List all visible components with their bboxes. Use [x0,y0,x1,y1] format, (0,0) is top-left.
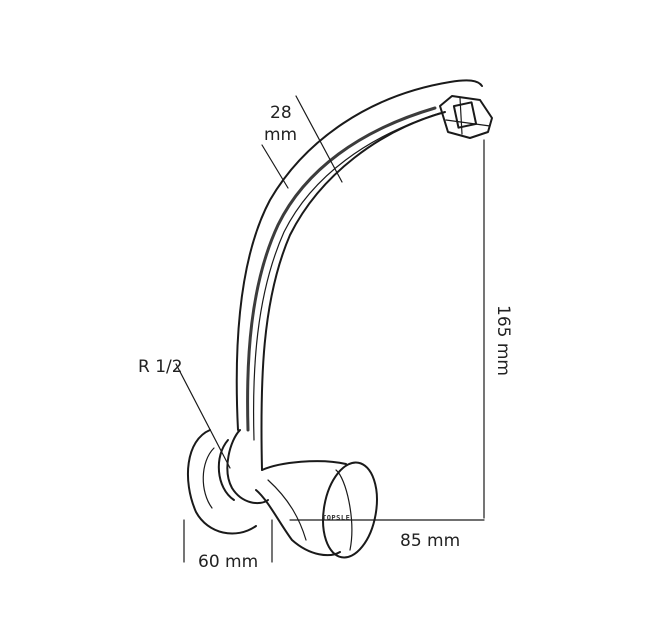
dimension-pipe-diameter: 28 mm [261,95,343,189]
thread-label: R 1/2 [138,357,183,377]
dimension-height: 165 mm [483,139,513,519]
dimension-thread: R 1/2 [138,357,231,469]
faucet-body [226,429,378,559]
brand-mark: TOPSLE [322,514,350,522]
reach-label: 85 mm [400,531,460,551]
aerator-nozzle [439,95,493,139]
base-width-label: 60 mm [198,552,258,572]
dimension-reach: 85 mm [289,519,485,551]
height-label: 165 mm [493,305,513,376]
pipe-diameter-unit: mm [264,125,297,145]
wall-flange [186,429,257,535]
spout-pipe [235,79,483,471]
dimension-base-width: 60 mm [183,519,273,572]
pipe-diameter-value: 28 [270,103,292,123]
